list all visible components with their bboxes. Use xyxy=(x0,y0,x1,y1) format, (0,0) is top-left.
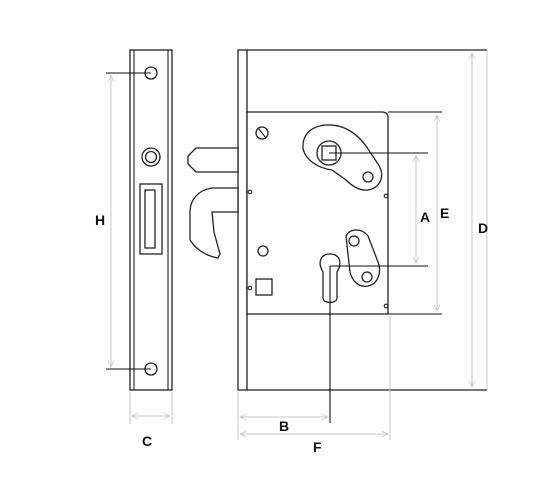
pivot-hole xyxy=(257,245,269,257)
dimension-d: D xyxy=(472,50,488,390)
dimension-c: C xyxy=(129,392,173,449)
side-faceplate xyxy=(237,49,248,391)
center-lines xyxy=(329,111,442,423)
label-c: C xyxy=(142,433,152,449)
cam-lever-bottom-pin xyxy=(361,271,373,283)
dimension-f: F xyxy=(240,316,391,455)
dimension-b: B xyxy=(237,392,328,440)
edge-pin xyxy=(247,285,253,291)
label-d: D xyxy=(478,220,488,236)
label-h: H xyxy=(95,212,105,228)
square-stop xyxy=(255,278,273,296)
latch-cylinder-inner xyxy=(144,150,158,164)
label-b: B xyxy=(279,418,289,434)
latch-tongue xyxy=(187,147,239,173)
dimension-e: E xyxy=(437,115,449,311)
edge-pin xyxy=(247,189,253,195)
edge-pin xyxy=(383,193,389,199)
faceplate-view xyxy=(106,49,173,391)
label-e: E xyxy=(440,205,449,221)
follower-lever xyxy=(302,124,383,191)
label-f: F xyxy=(313,439,322,455)
bolt-slot xyxy=(144,189,156,249)
hook-bolt xyxy=(189,187,239,259)
lock-case-view xyxy=(187,49,487,391)
follower-pin xyxy=(362,171,374,183)
case-screw-slot xyxy=(257,127,267,139)
edge-pin xyxy=(383,303,389,309)
dimension-h: H xyxy=(95,75,111,367)
dimension-a: A xyxy=(416,156,430,263)
cam-lever-top-pin xyxy=(348,235,360,247)
label-a: A xyxy=(420,209,430,225)
